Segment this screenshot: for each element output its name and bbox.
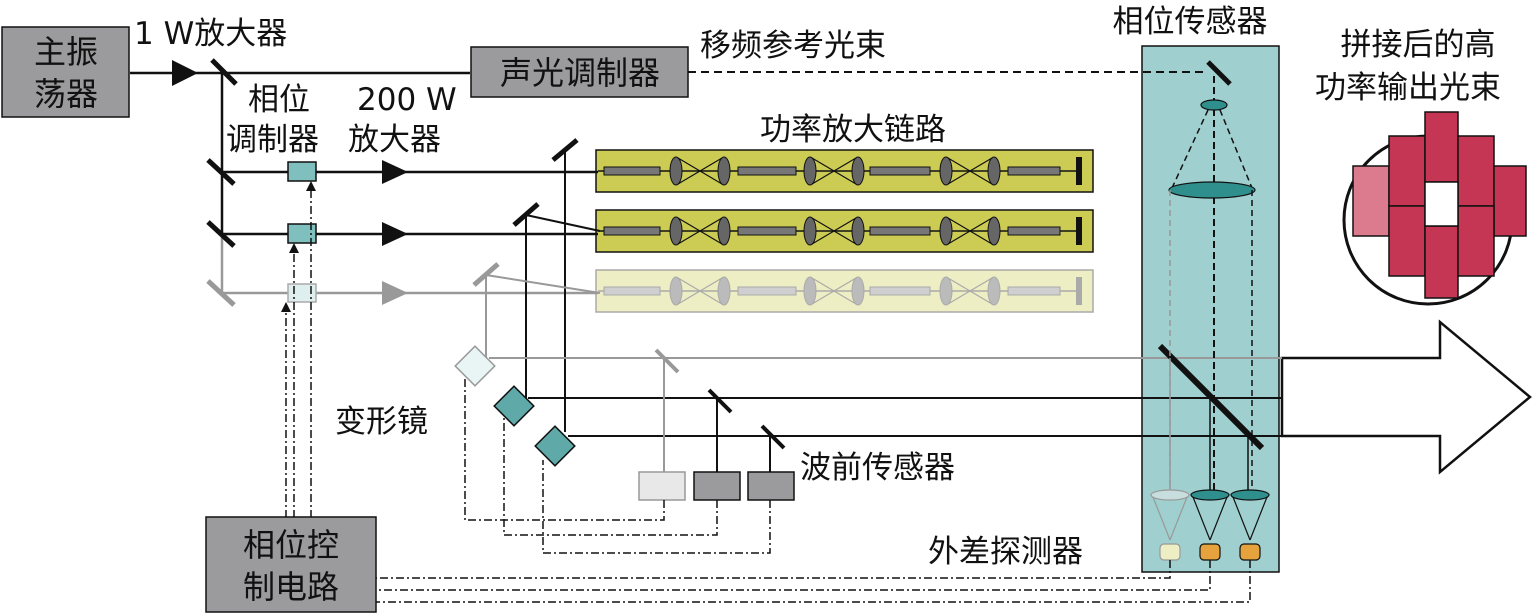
stitched-output-beam-pattern xyxy=(1342,111,1527,306)
fiber-amp-segment xyxy=(603,226,661,236)
amp-1w-label: 1 W放大器 xyxy=(134,16,287,52)
phase-control-label-1: 相位控 xyxy=(243,526,339,564)
beam-cone xyxy=(677,157,723,185)
power-amp-chain-label: 功率放大链路 xyxy=(760,112,946,148)
beam-cone xyxy=(947,217,993,245)
beam-cone xyxy=(677,277,723,305)
amp-200w-2 xyxy=(382,222,408,246)
coupling-lens xyxy=(803,216,817,246)
fiber-amp-segment xyxy=(603,166,661,176)
output-beam-arrow xyxy=(1280,319,1532,475)
phase-modulator-label-1: 相位 xyxy=(248,82,310,118)
aom-label: 声光调制器 xyxy=(500,54,660,92)
fiber-amp-segment xyxy=(603,286,661,296)
beam-cone xyxy=(811,157,857,185)
stitched-beam-label-2: 功率输出光束 xyxy=(1315,70,1501,106)
coupling-lens xyxy=(851,156,865,186)
splitter-mirror-1 xyxy=(206,158,236,186)
coupling-lens xyxy=(717,156,731,186)
fiber-amp-segment xyxy=(737,166,797,176)
coupling-lens xyxy=(803,156,817,186)
splitter-mirror-1w xyxy=(210,58,238,86)
fiber-amp-segment xyxy=(869,226,931,236)
reference-lens-small xyxy=(1200,99,1228,111)
return-mirror-3 xyxy=(472,262,500,287)
reference-lens-large xyxy=(1168,181,1256,199)
phase-control-box xyxy=(205,516,377,613)
coupling-lens xyxy=(987,276,1001,306)
splitter-mirror-2 xyxy=(206,220,236,248)
fiber-amp-segment xyxy=(869,166,931,176)
fiber-amp-segment xyxy=(737,286,797,296)
master-oscillator-box xyxy=(1,26,130,118)
beam-cone xyxy=(677,217,723,245)
wavefront-sensor-3 xyxy=(638,471,686,501)
heterodyne-detector-1 xyxy=(1230,489,1270,561)
coupling-lens xyxy=(851,276,865,306)
beam-cone xyxy=(947,157,993,185)
amp-200w-label-1: 200 W xyxy=(357,82,457,118)
end-mirror xyxy=(1076,157,1082,185)
deformable-mirror-1 xyxy=(534,425,576,467)
beam-cone xyxy=(811,277,857,305)
phase-modulator-3 xyxy=(287,283,317,303)
aom-box xyxy=(470,46,689,98)
coupling-lens xyxy=(939,276,953,306)
master-oscillator-label-2: 荡器 xyxy=(34,75,98,113)
end-mirror xyxy=(1076,217,1082,245)
return-mirror-2 xyxy=(512,202,540,227)
fiber-amp-segment xyxy=(1007,226,1061,236)
fiber-amp-segment xyxy=(1007,286,1061,296)
deformable-mirror-label: 变形镜 xyxy=(335,404,428,440)
fiber-amp-segment xyxy=(869,286,931,296)
heterodyne-detector-2 xyxy=(1190,489,1230,561)
phase-modulator-2 xyxy=(287,223,317,244)
reference-mirror xyxy=(1206,60,1232,86)
phase-sensor-label: 相位传感器 xyxy=(1113,4,1268,40)
fiber-amp-segment xyxy=(1007,166,1061,176)
wavefront-sensor-label: 波前传感器 xyxy=(800,450,955,486)
wavefront-sensor-1 xyxy=(747,471,795,501)
beam-cone xyxy=(947,277,993,305)
coupling-lens xyxy=(939,156,953,186)
wavefront-sensor-2 xyxy=(693,471,741,501)
coupling-lens xyxy=(987,216,1001,246)
fiber-amp-segment xyxy=(737,226,797,236)
heterodyne-detector-label: 外差探测器 xyxy=(928,534,1083,570)
coupling-lens xyxy=(717,276,731,306)
coupling-lens xyxy=(987,156,1001,186)
end-mirror xyxy=(1076,277,1082,305)
coupling-lens xyxy=(939,216,953,246)
phase-modulator-label-2: 调制器 xyxy=(226,122,319,158)
sampling-beam-splitter xyxy=(1157,343,1265,451)
coupling-lens xyxy=(669,276,683,306)
amp-200w-1 xyxy=(382,160,408,184)
stitched-beam-label-1: 拼接后的高 xyxy=(1341,27,1496,63)
coupling-lens xyxy=(669,156,683,186)
coupling-lens xyxy=(717,216,731,246)
freq-shift-beam-label: 移频参考光束 xyxy=(700,28,886,64)
deformable-mirror-2 xyxy=(493,385,535,427)
deformable-mirror-3 xyxy=(454,345,496,387)
control-signal-lines xyxy=(285,183,1251,603)
beam-cone xyxy=(811,217,857,245)
amp-200w-label-2: 放大器 xyxy=(348,122,441,158)
splitter-mirror-3 xyxy=(206,279,236,307)
coupling-lens xyxy=(851,216,865,246)
phase-modulator-1 xyxy=(287,161,317,182)
master-oscillator-label-1: 主振 xyxy=(34,33,98,71)
coupling-lens xyxy=(803,276,817,306)
coupling-lens xyxy=(669,216,683,246)
amp-1w-triangle xyxy=(172,60,198,86)
phase-control-label-2: 制电路 xyxy=(243,568,339,606)
amp-200w-3 xyxy=(382,281,408,305)
